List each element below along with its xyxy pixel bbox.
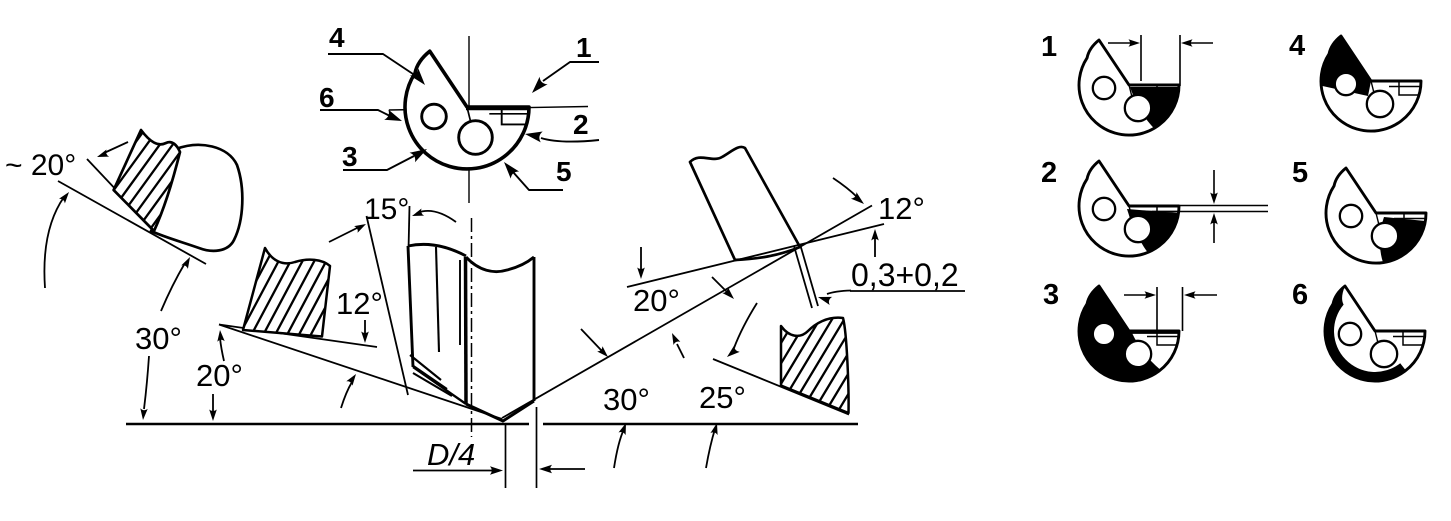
svg-text:15°: 15° [364,193,409,226]
svg-text:3: 3 [342,141,358,172]
svg-text:12°: 12° [336,286,383,321]
svg-text:5: 5 [556,156,572,187]
svg-text:3: 3 [1043,279,1059,311]
svg-text:1: 1 [1041,31,1057,63]
svg-text:1: 1 [576,32,592,63]
svg-text:30°: 30° [135,321,182,356]
svg-text:30°: 30° [603,382,650,417]
svg-text:4: 4 [329,22,345,53]
svg-text:0,3+0,2: 0,3+0,2 [851,257,959,293]
svg-text:2: 2 [573,109,589,140]
svg-text:20°: 20° [633,283,680,318]
svg-text:6: 6 [1292,279,1308,311]
svg-text:D/4: D/4 [427,437,475,472]
svg-text:2: 2 [1041,157,1057,189]
svg-text:5: 5 [1292,157,1308,189]
svg-text:~ 20°: ~ 20° [5,149,76,182]
svg-text:4: 4 [1289,30,1305,62]
svg-text:6: 6 [319,82,335,113]
svg-text:25°: 25° [699,380,746,415]
svg-text:20°: 20° [196,358,243,393]
svg-text:12°: 12° [878,191,925,226]
